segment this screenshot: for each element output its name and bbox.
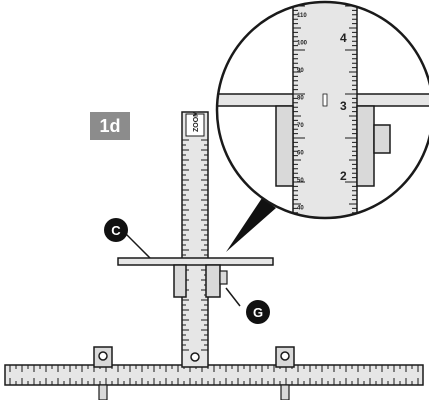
base-rule [4,364,424,386]
inch-label: 2 [340,169,347,183]
callout-g: G [246,300,270,324]
metric-label: 90 [297,68,304,74]
metric-label: 60 [297,151,304,157]
metric-label: 80 [297,96,304,102]
inch-label: 3 [340,99,347,113]
magnifier-pointer [226,198,276,252]
vertical-rule: ZOOM [181,111,209,368]
metric-label: 40 [297,206,304,212]
metric-label: 70 [297,123,304,129]
metric-label: 50 [297,178,304,184]
callout-c-label: C [111,223,121,238]
magnifier: 110 100 90 80 70 60 50 40 4 3 2 [215,0,429,220]
rule-brand-text: ZOOM [193,111,200,132]
step-badge: 1d [90,112,130,140]
rule-clamp-block [173,264,228,298]
metric-label: 100 [297,41,308,47]
callout-g-label: G [253,305,263,320]
step-label: 1d [99,116,120,136]
metric-label: 110 [297,13,307,19]
inch-label: 4 [340,31,347,45]
setting-plate [117,257,274,266]
callout-c: C [104,218,128,242]
base-clamp-left [93,346,113,400]
base-clamp-right [275,346,295,400]
